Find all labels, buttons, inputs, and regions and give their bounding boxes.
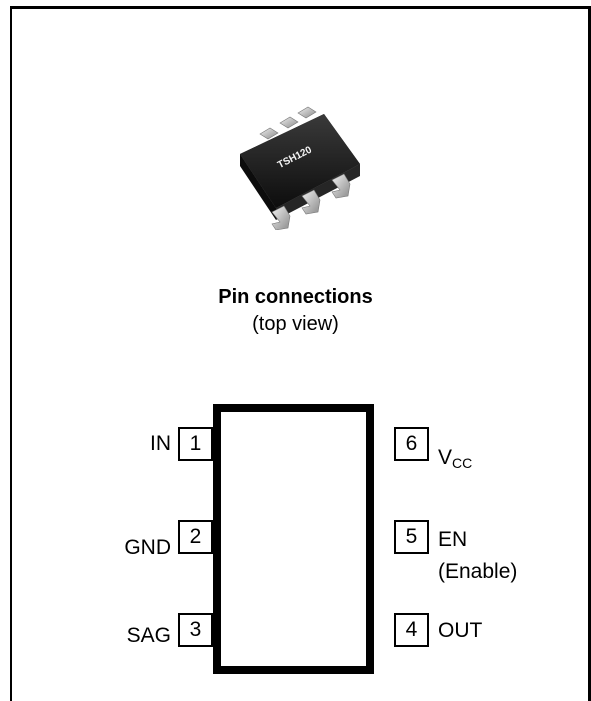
pin-4-box: 4 [394,613,429,647]
page-subtitle: (top view) [252,313,339,335]
pin-2-number: 2 [189,525,202,548]
pin-1-box: 1 [178,427,213,461]
pin-6-box: 6 [394,427,429,461]
page-title: Pin connections [218,286,373,308]
pin-5-box: 5 [394,520,429,554]
ic-package-body [213,404,374,674]
package-photo: TSH120 [240,106,360,230]
pin-6-label: VCC [438,446,472,475]
pin-1-number: 1 [189,432,202,455]
pin-6-label-main: V [438,446,453,469]
pin-2-label: GND [124,536,171,559]
pin-5-note: (Enable) [438,560,518,583]
pin-4-number: 4 [405,618,418,641]
frame-top-border [10,6,591,9]
pin-5-number: 5 [405,525,418,548]
pin-3-label: SAG [126,624,171,647]
frame-right-border [588,6,591,701]
pin-6-number: 6 [405,432,418,455]
frame-left-border [10,6,12,701]
pin-1-label: IN [150,432,171,455]
pin-3-number: 3 [189,618,202,641]
pin-3-box: 3 [178,613,213,647]
pin-5-label: EN [438,528,468,551]
pin-2-box: 2 [178,520,213,554]
pin-6-label-subscript: CC [452,455,473,471]
pin-4-label: OUT [438,619,483,642]
